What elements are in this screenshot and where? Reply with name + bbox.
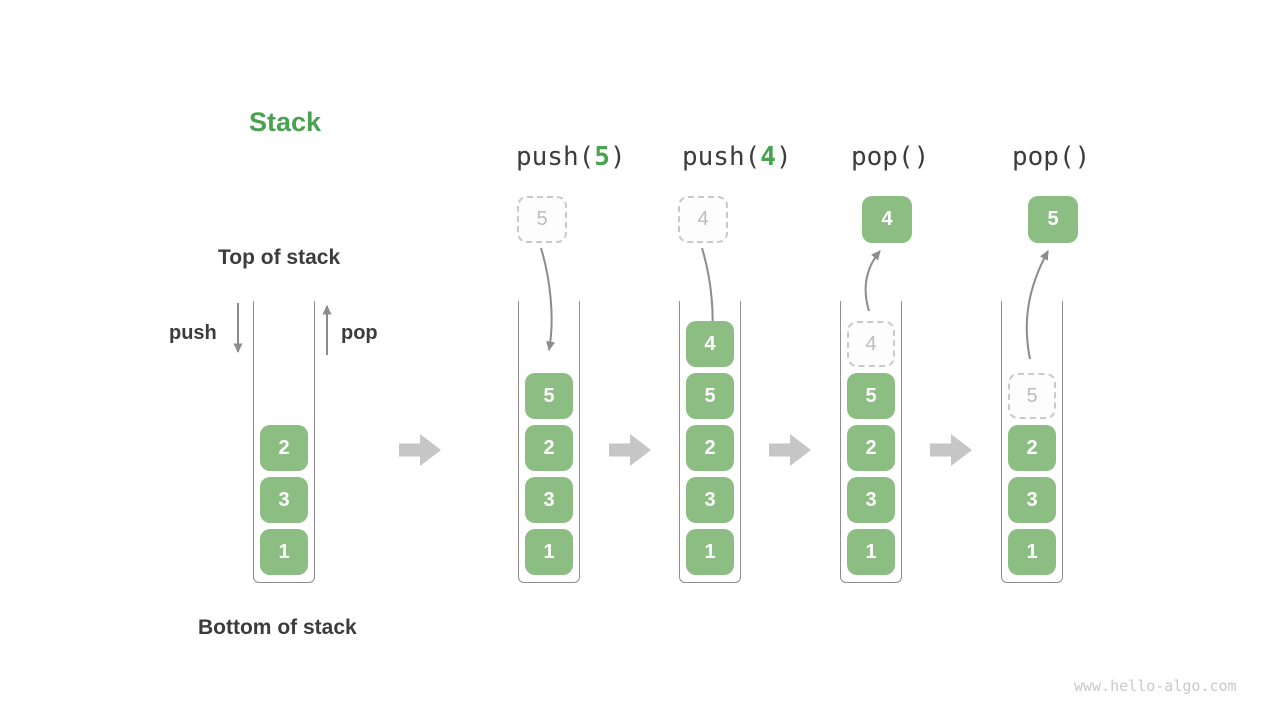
pop-label: pop [341,322,378,344]
outgoing-value-box: 5 [1028,196,1078,243]
stack-cell: 3 [686,477,734,523]
stack-cell: 4 [686,321,734,367]
stack-cell: 5 [686,373,734,419]
stack-cell: 1 [847,529,895,575]
op-prefix: pop() [851,142,930,172]
op-prefix: push( [682,142,761,172]
op-arg: 4 [760,142,776,172]
stack-cell: 3 [1008,477,1056,523]
stage-arrow-icon [399,434,441,466]
op-suffix: ) [775,142,792,172]
operation-label-pop-2: pop() [1012,142,1090,172]
incoming-value-box: 5 [517,196,567,243]
outgoing-value-box: 4 [862,196,912,243]
operation-label-push-5: push(5) [516,142,626,172]
stack-cell: 1 [260,529,308,575]
stack-cell: 3 [847,477,895,523]
stack-cell: 1 [525,529,573,575]
stack-cell: 2 [686,425,734,471]
op-prefix: pop() [1012,142,1091,172]
stack-cell: 5 [525,373,573,419]
operation-label-pop-1: pop() [851,142,929,172]
stack-cell: 5 [847,373,895,419]
watermark: www.hello-algo.com [1074,677,1237,695]
op-prefix: push( [516,142,595,172]
operation-label-push-4: push(4) [682,142,792,172]
stack-cell: 2 [1008,425,1056,471]
stack-cell: 1 [686,529,734,575]
stack-cell-ghost: 4 [847,321,895,367]
diagram-title: Stack [249,107,322,137]
stack-cell: 2 [525,425,573,471]
stack-cell: 3 [260,477,308,523]
op-suffix: ) [609,142,626,172]
op-arg: 5 [594,142,610,172]
stack-cell: 1 [1008,529,1056,575]
stack-cell-ghost: 5 [1008,373,1056,419]
stack-cell: 3 [525,477,573,523]
top-of-stack-label: Top of stack [218,246,341,269]
push-label: push [169,322,217,344]
stack-cell: 2 [260,425,308,471]
stage-arrow-icon [930,434,972,466]
incoming-value-box: 4 [678,196,728,243]
stack-cell: 2 [847,425,895,471]
stage-arrow-icon [769,434,811,466]
stage-arrow-icon [609,434,651,466]
bottom-of-stack-label: Bottom of stack [198,616,357,639]
